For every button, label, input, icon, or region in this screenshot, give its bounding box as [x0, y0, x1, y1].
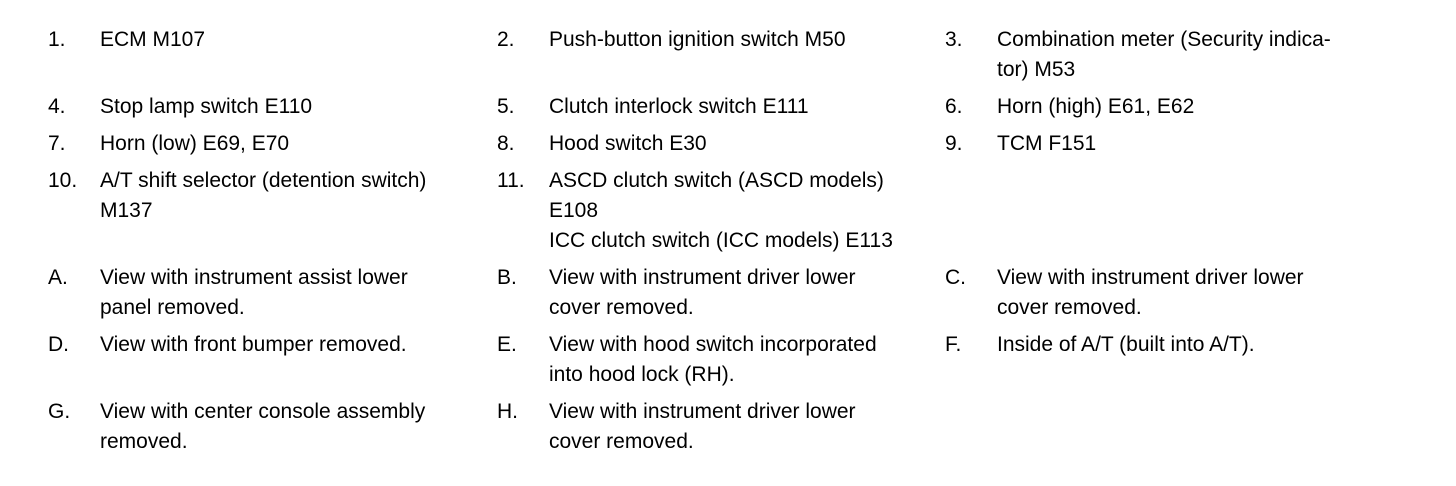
- item-text: Horn (low) E69, E70: [100, 132, 290, 155]
- legend-row: A. View with instrument assist lower pan…: [48, 263, 1456, 323]
- item-text: View with hood switch incorporated into …: [549, 333, 877, 386]
- item-text: TCM F151: [997, 132, 1097, 155]
- legend-row: 7. Horn (low) E69, E70 8. Hood switch E3…: [48, 129, 1456, 159]
- legend-row: 1. ECM M107 2. Push-button ignition swit…: [48, 25, 1456, 85]
- item-number: 5.: [497, 95, 515, 118]
- item-text: Combination meter (Security indica- tor)…: [997, 28, 1331, 81]
- legend-item-G: G. View with center console assembly rem…: [48, 397, 497, 457]
- item-text: ASCD clutch switch (ASCD models) E108 IC…: [549, 169, 893, 252]
- item-text: View with instrument assist lower panel …: [100, 266, 408, 319]
- legend-item-4: 4. Stop lamp switch E110: [48, 92, 497, 122]
- item-text: View with front bumper removed.: [100, 333, 407, 356]
- item-number: D.: [48, 333, 69, 356]
- item-number: 7.: [48, 132, 66, 155]
- item-number: 6.: [945, 95, 963, 118]
- item-number: A.: [48, 266, 68, 289]
- legend-item-B: B. View with instrument driver lower cov…: [497, 263, 945, 323]
- legend-row: D. View with front bumper removed. E. Vi…: [48, 330, 1456, 390]
- item-number: 9.: [945, 132, 963, 155]
- item-number: H.: [497, 400, 518, 423]
- legend-item-5: 5. Clutch interlock switch E111: [497, 92, 945, 122]
- item-text: Hood switch E30: [549, 132, 707, 155]
- item-number: 4.: [48, 95, 66, 118]
- item-number: 10.: [48, 169, 78, 192]
- item-text: View with instrument driver lower cover …: [997, 266, 1304, 319]
- legend-item-1: 1. ECM M107: [48, 25, 497, 85]
- legend-item-9: 9. TCM F151: [945, 129, 1408, 159]
- legend-item-10: 10. A/T shift selector (detention switch…: [48, 166, 497, 256]
- legend-item-7: 7. Horn (low) E69, E70: [48, 129, 497, 159]
- legend-item-E: E. View with hood switch incorporated in…: [497, 330, 945, 390]
- item-text: Inside of A/T (built into A/T).: [997, 333, 1255, 356]
- item-text: Horn (high) E61, E62: [997, 95, 1195, 118]
- legend-item-D: D. View with front bumper removed.: [48, 330, 497, 390]
- component-list-section: 1. ECM M107 2. Push-button ignition swit…: [48, 25, 1456, 256]
- item-number: G.: [48, 400, 71, 423]
- item-number: 2.: [497, 28, 515, 51]
- legend-item-C: C. View with instrument driver lower cov…: [945, 263, 1408, 323]
- legend-item-A: A. View with instrument assist lower pan…: [48, 263, 497, 323]
- legend-item-3: 3. Combination meter (Security indica- t…: [945, 25, 1408, 85]
- view-notes-section: A. View with instrument assist lower pan…: [48, 263, 1456, 457]
- legend-item-2: 2. Push-button ignition switch M50: [497, 25, 945, 85]
- item-number: C.: [945, 266, 966, 289]
- legend-row: 10. A/T shift selector (detention switch…: [48, 166, 1456, 256]
- item-number: E.: [497, 333, 517, 356]
- item-number: B.: [497, 266, 517, 289]
- legend-item-F: F. Inside of A/T (built into A/T).: [945, 330, 1408, 390]
- item-text: View with instrument driver lower cover …: [549, 400, 856, 453]
- item-number: F.: [945, 333, 962, 356]
- item-text: A/T shift selector (detention switch) M1…: [100, 169, 427, 222]
- legend-row: G. View with center console assembly rem…: [48, 397, 1456, 457]
- item-text: Clutch interlock switch E111: [549, 95, 809, 118]
- item-text: Stop lamp switch E110: [100, 95, 313, 118]
- legend-item-8: 8. Hood switch E30: [497, 129, 945, 159]
- legend-item-6: 6. Horn (high) E61, E62: [945, 92, 1408, 122]
- legend-item-11: 11. ASCD clutch switch (ASCD models) E10…: [497, 166, 945, 256]
- item-number: 3.: [945, 28, 963, 51]
- item-text: ECM M107: [100, 28, 206, 51]
- item-number: 11.: [497, 169, 525, 192]
- item-number: 8.: [497, 132, 515, 155]
- item-text: Push-button ignition switch M50: [549, 28, 846, 51]
- legend-item-H: H. View with instrument driver lower cov…: [497, 397, 945, 457]
- item-text: View with center console assembly remove…: [100, 400, 426, 453]
- item-text: View with instrument driver lower cover …: [549, 266, 856, 319]
- item-number: 1.: [48, 28, 66, 51]
- legend-row: 4. Stop lamp switch E110 5. Clutch inter…: [48, 92, 1456, 122]
